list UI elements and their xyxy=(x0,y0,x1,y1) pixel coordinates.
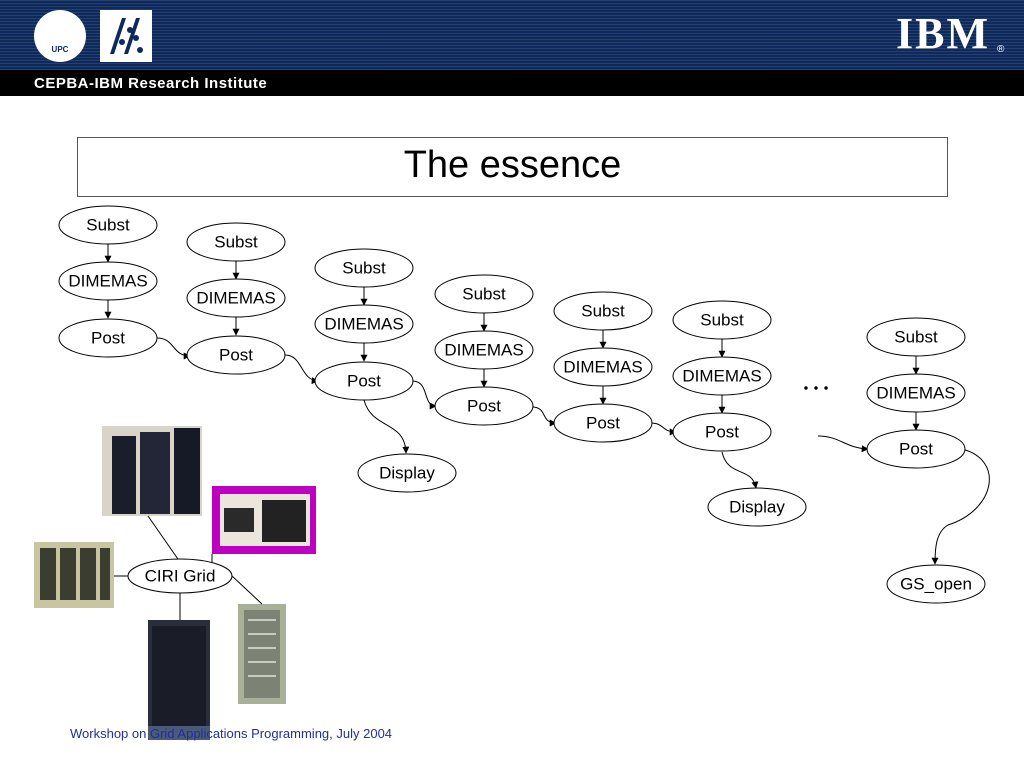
subst-label: Subst xyxy=(700,311,744,330)
dimemas-node xyxy=(434,330,534,370)
arrow xyxy=(156,337,191,360)
title-frame xyxy=(77,137,948,197)
dimemas-node xyxy=(186,278,286,318)
dimemas-node xyxy=(672,356,772,396)
hardware-images xyxy=(34,426,316,740)
subst-label: Subst xyxy=(214,233,258,252)
dimemas-node xyxy=(553,347,653,387)
gs-open-label: GS_open xyxy=(900,575,972,594)
post-label: Post xyxy=(467,397,501,416)
upc-logo-text: UPC xyxy=(51,45,69,54)
post-label: Post xyxy=(219,346,253,365)
dimemas-label: DIMEMAS xyxy=(324,315,403,334)
dimemas-label: DIMEMAS xyxy=(563,358,642,377)
workstation-image xyxy=(212,486,316,554)
post-node xyxy=(672,412,772,452)
subst-node xyxy=(58,205,158,245)
rack-image-2 xyxy=(238,604,286,704)
dimemas-label: DIMEMAS xyxy=(68,272,147,291)
arrow xyxy=(531,406,557,427)
arrow xyxy=(284,354,319,385)
post-node xyxy=(434,386,534,426)
post-label: Post xyxy=(899,440,933,459)
ciri-grid-node xyxy=(127,558,233,594)
subst-label: Subst xyxy=(86,216,130,235)
arrow xyxy=(931,448,990,565)
subst-node xyxy=(186,222,286,262)
dimemas-node xyxy=(866,373,966,413)
display-node xyxy=(357,453,457,493)
subst-label: Subst xyxy=(581,302,625,321)
post-node xyxy=(553,403,653,443)
cabinet-image-1 xyxy=(34,542,114,608)
header-band xyxy=(0,0,1024,70)
post-label: Post xyxy=(91,329,125,348)
subst-node xyxy=(314,248,414,288)
gs-open-node xyxy=(886,564,986,604)
display-label: Display xyxy=(729,498,785,517)
ellipsis-label: … xyxy=(801,364,831,397)
ibm-logo: IBM xyxy=(896,9,990,58)
dimemas-node xyxy=(314,304,414,344)
cepba-logo-icon xyxy=(100,10,152,62)
display-node xyxy=(707,487,807,527)
dimemas-label: DIMEMAS xyxy=(682,367,761,386)
server-tower-image xyxy=(148,620,210,740)
server-rack-image-1 xyxy=(102,426,202,516)
arrow xyxy=(650,422,677,436)
post-node xyxy=(186,335,286,375)
dimemas-label: DIMEMAS xyxy=(444,341,523,360)
post-label: Post xyxy=(705,423,739,442)
subst-node xyxy=(553,291,653,331)
dimemas-label: DIMEMAS xyxy=(876,384,955,403)
institute-name: CEPBA-IBM Research Institute xyxy=(34,75,268,92)
slide-title: The essence xyxy=(403,144,622,186)
display-label: Display xyxy=(379,464,435,483)
subheader-band xyxy=(0,70,1024,96)
post-node xyxy=(58,318,158,358)
upc-logo-icon xyxy=(34,10,86,62)
registered-mark: ® xyxy=(997,44,1005,55)
grid-connections xyxy=(114,515,263,620)
dimemas-label: DIMEMAS xyxy=(196,289,275,308)
arrow xyxy=(411,380,437,410)
subst-node xyxy=(866,317,966,357)
subst-label: Subst xyxy=(894,328,938,347)
subst-node xyxy=(672,300,772,340)
arrow xyxy=(363,399,410,454)
post-node xyxy=(314,361,414,401)
footer-text: Workshop on Grid Applications Programmin… xyxy=(70,726,393,741)
subst-label: Subst xyxy=(342,259,386,278)
subst-node xyxy=(434,274,534,314)
ciri-grid-label: CIRI Grid xyxy=(145,567,216,586)
arrow xyxy=(721,451,759,489)
post-label: Post xyxy=(586,414,620,433)
arrow xyxy=(817,435,869,453)
dimemas-node xyxy=(58,261,158,301)
post-label: Post xyxy=(347,372,381,391)
subst-label: Subst xyxy=(462,285,506,304)
post-node xyxy=(866,429,966,469)
